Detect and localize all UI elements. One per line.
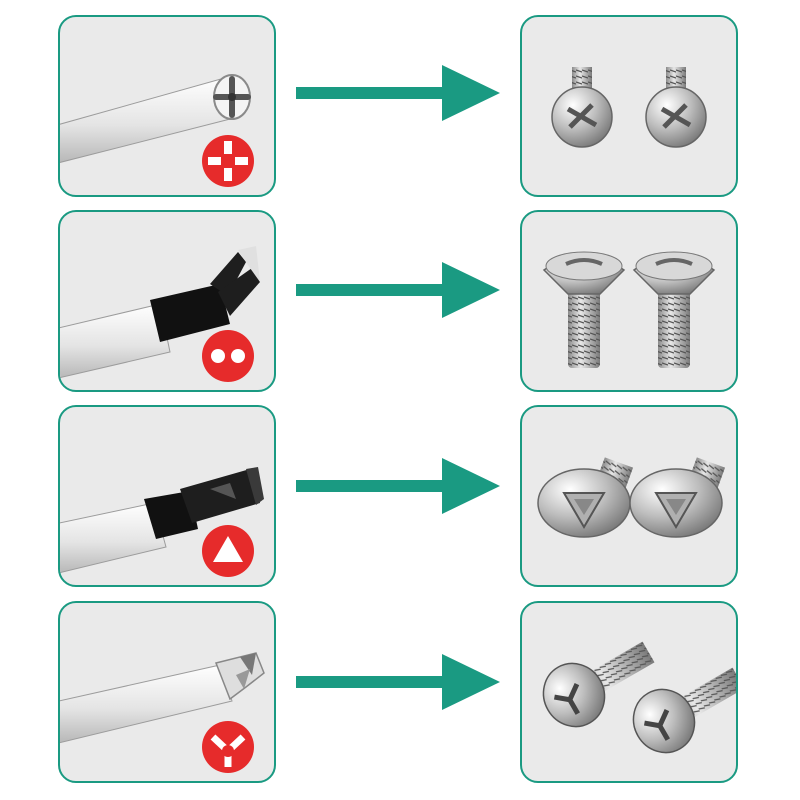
screw-card-y-type (520, 601, 738, 783)
tool-card-y-type (58, 601, 276, 783)
screw-card-triangle (520, 405, 738, 587)
phillips-screws-icon (551, 67, 707, 148)
y-type-screws-icon (542, 641, 736, 754)
spanner-screws-icon (542, 251, 716, 368)
tool-card-spanner (58, 210, 276, 392)
triangle-badge (202, 525, 254, 577)
triangle-screws-icon (537, 457, 726, 538)
cross-symbol-badge (202, 135, 254, 187)
spanner-bit-icon (60, 246, 260, 382)
y-type-bit-icon (60, 652, 265, 773)
tool-card-triangle (58, 405, 276, 587)
two-dots-badge (202, 330, 254, 382)
arrow-right-icon (292, 260, 504, 320)
arrow-right-icon (292, 652, 504, 712)
arrow-right-icon (292, 456, 504, 516)
triangle-bit-icon (60, 467, 264, 577)
screw-card-spanner (520, 210, 738, 392)
y-symbol-badge (202, 721, 254, 773)
arrow-right-icon (292, 63, 504, 123)
tool-card-phillips (58, 15, 276, 197)
screw-card-phillips (520, 15, 738, 197)
phillips-bit-icon (60, 74, 254, 187)
